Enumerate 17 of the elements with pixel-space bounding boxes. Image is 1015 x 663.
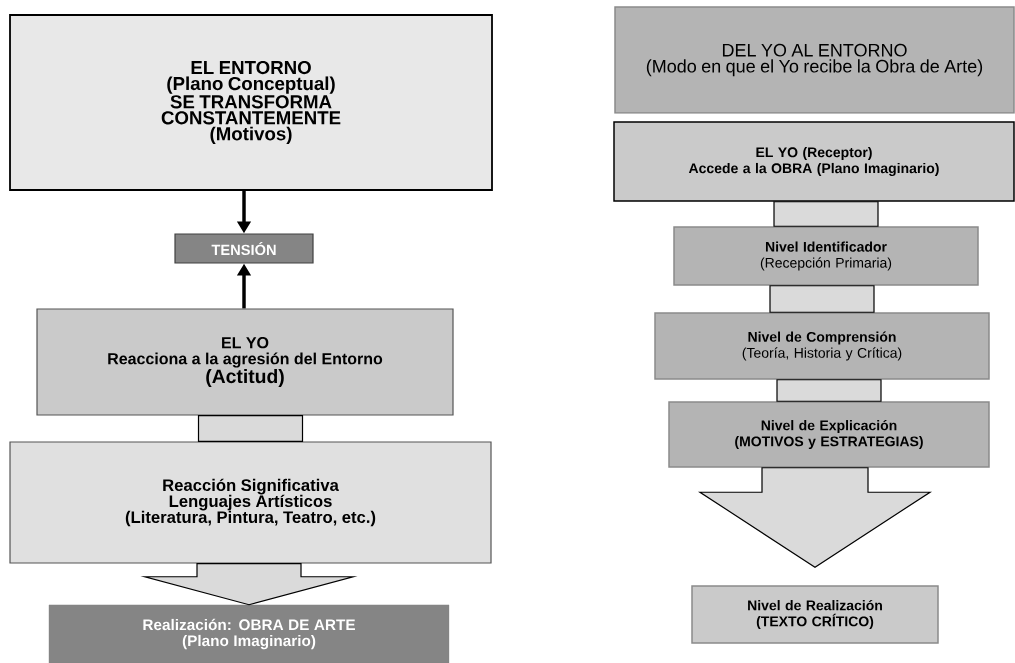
level-box: Nivel de Explicación (MOTIVOS y ESTRATEGIAS) [668, 401, 990, 468]
connector-band [769, 285, 875, 313]
heading-box: DEL YO AL ENTORNO (Modo en que el Yo recibe la Obra de Arte) [614, 6, 1015, 114]
level-box: Nivel Identificador (Recepción Primaria) [673, 226, 979, 286]
process-box: Reacción Significativa Lenguajes Artísticos (Literatura, Pintura, Teatro, etc.) [9, 441, 492, 564]
level-box: Nivel de Realización (TEXTO CRÍTICO) [691, 585, 939, 644]
result-box: Realización: OBRA DE ARTE (Plano Imaginario) [48, 604, 450, 663]
level-box: Nivel de Comprensión (Teoría, Historia y Crítica) [654, 312, 990, 380]
block-arrow [140, 563, 358, 606]
connector-band [776, 379, 882, 402]
connector-band [197, 415, 304, 442]
process-box: EL ENTORNO (Plano Conceptual) SE TRANSFORMA CONSTANTEMENTE (Motivos) [9, 14, 493, 191]
connector-band [773, 201, 879, 227]
process-box: EL YO Reacciona a la agresión del Entorno (Actitud) [36, 308, 454, 416]
block-arrow [698, 467, 932, 568]
tension-box: TENSIÓN [174, 233, 314, 264]
process-box: EL YO (Receptor) Accede a la OBRA (Plano Imaginario) [613, 121, 1015, 202]
